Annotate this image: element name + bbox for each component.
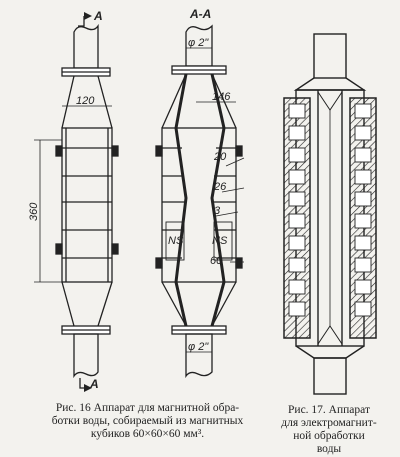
pole-left-label: NS [168,235,184,247]
caption-fig16: Рис. 16 Аппарат для магнитной обра- ботк… [30,402,265,441]
section-body [161,127,237,283]
dim-60-label: 60 [210,255,223,267]
dim-height-label: 360 [28,202,40,221]
pole-right-label: NS [212,235,228,247]
clamp-right-bottom [111,243,119,255]
pipe-bottom-label: φ 2" [188,341,209,353]
caption16-line3: кубиков 60×60×60 мм³. [90,428,205,440]
section-top-pipe [185,24,213,67]
clamp-left-top [55,145,63,157]
fig17-top-pipe [313,33,347,79]
caption17-line1: Рис. 17. Аппарат [288,404,370,416]
caption17-line2: для электромагнит- [281,417,377,429]
caption16-line1: Рис. 16 Аппарат для магнитной обра- [55,402,240,414]
dim-20-label: 20 [213,151,227,163]
magnet-left [165,221,185,261]
caption17-line3: ной обработки [293,430,365,442]
inner-wall-left [174,73,188,327]
section-arrow-top-head [84,12,92,20]
fig17-top-cone [293,77,367,91]
caption-fig17: Рис. 17. Аппарат для электромагнит- ной … [265,404,393,456]
caption17-line4: воды [316,443,342,455]
section-bottom-pipe [185,333,213,379]
bottom-cone [61,281,113,327]
clamp-left-bottom [55,243,63,255]
section-title: A-A [189,7,211,21]
dim-width-label: 120 [76,95,95,107]
bottom-pipe [73,333,99,379]
fig17-coil-windows [288,103,372,317]
top-pipe [73,23,99,69]
inner-wall-right [210,73,226,327]
dim-146-label: 146 [212,91,231,103]
dim-3-label: 3 [214,205,221,217]
pipe-top-label: φ 2" [188,37,209,49]
clamp-right-top [111,145,119,157]
cube-column [61,127,113,283]
section-arrow-top [78,16,85,27]
section-mark-top: A [93,9,103,23]
top-cone [61,75,113,129]
dim-26-label: 26 [213,181,227,193]
caption16-line2: ботки воды, собираемый из магнитных [51,415,244,427]
fig17-bottom-pipe [313,357,347,395]
fig17-bottom-cone [295,345,365,359]
fig16-left-apparatus [34,12,119,392]
section-mark-bottom: A [89,377,99,391]
magnet-right [213,221,233,261]
fig16-section [155,24,245,379]
